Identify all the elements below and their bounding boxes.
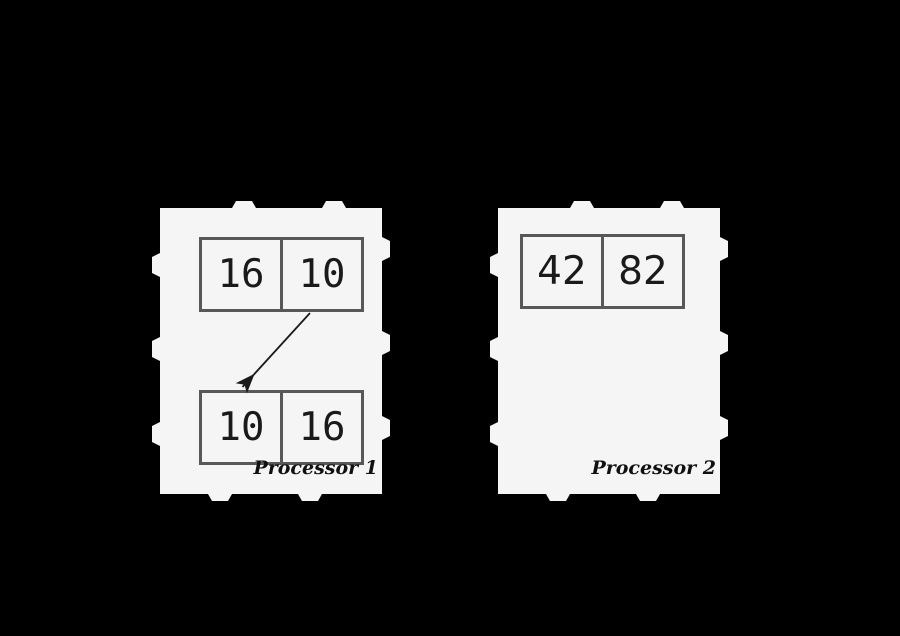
panel-content-1: 16 10 10 16 Processor 1 [152,201,390,501]
cell-row-after: 10 16 [199,390,364,465]
memory-cell[interactable]: 10 [199,390,283,465]
memory-cell[interactable]: 82 [601,234,685,309]
panel-label: Processor 1 [253,457,378,479]
memory-cell[interactable]: 16 [280,390,364,465]
panel-label: Processor 2 [591,457,716,479]
cell-row-values: 42 82 [520,234,685,309]
cell-row-before: 16 10 [199,237,364,312]
processor-panel-2[interactable]: 42 82 Processor 2 [490,201,728,501]
memory-cell[interactable]: 16 [199,237,283,312]
processor-panel-1[interactable]: 16 10 10 16 Processor 1 [152,201,390,501]
memory-cell[interactable]: 42 [520,234,604,309]
panel-content-2: 42 82 Processor 2 [490,201,728,501]
memory-cell[interactable]: 10 [280,237,364,312]
